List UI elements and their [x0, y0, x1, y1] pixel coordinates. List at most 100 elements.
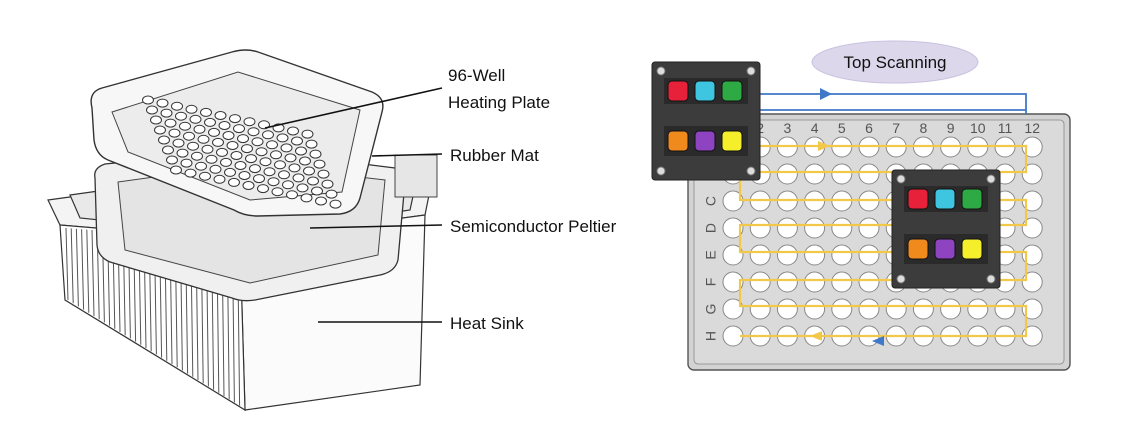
filter-bottom	[694, 130, 716, 152]
heat-sink-fin	[91, 229, 95, 317]
scan-arrow-blue-left-icon	[872, 336, 884, 346]
heating-well	[216, 147, 228, 157]
label-heating-plate: Heating Plate	[448, 93, 550, 112]
heating-well	[303, 166, 315, 176]
heating-well	[300, 193, 313, 203]
filter-bottom	[667, 130, 689, 152]
heating-well	[209, 164, 222, 174]
scan-route-blue	[752, 93, 1027, 114]
plate-well	[722, 298, 744, 320]
heating-well	[292, 173, 305, 183]
heating-well	[270, 150, 282, 160]
plate-well	[749, 271, 771, 293]
heating-well	[329, 199, 342, 209]
heating-well	[282, 180, 294, 190]
screw-icon	[656, 166, 666, 176]
label-semiconductor-peltier: Semiconductor Peltier	[450, 217, 617, 236]
row-letter: H	[703, 331, 719, 341]
plate-well	[831, 298, 853, 320]
screw-icon	[746, 66, 756, 76]
row-letter: C	[703, 196, 719, 206]
heating-well	[158, 135, 170, 145]
heating-well	[150, 115, 162, 125]
column-number: 10	[970, 120, 986, 136]
filter-bottom	[934, 238, 956, 260]
heating-well	[224, 167, 236, 177]
heating-well	[205, 154, 218, 164]
plate-well	[804, 244, 826, 266]
plate-well	[1021, 217, 1043, 239]
heating-well	[185, 104, 198, 114]
heating-well	[172, 138, 185, 148]
heating-well	[325, 189, 338, 199]
heat-sink-fin	[81, 229, 85, 310]
filter-top	[907, 188, 929, 210]
row-letter: E	[703, 250, 719, 259]
detector-head-start	[651, 61, 761, 181]
plate-well	[940, 298, 962, 320]
plate-well	[858, 217, 880, 239]
heating-well	[220, 157, 232, 167]
heating-well	[218, 121, 231, 130]
heating-well	[245, 154, 257, 164]
filter-top	[721, 80, 743, 102]
heating-well	[197, 134, 210, 144]
column-number: 11	[998, 120, 1013, 136]
plate-well	[1021, 271, 1043, 293]
plate-well	[722, 244, 744, 266]
plate-well	[885, 298, 907, 320]
label-96-well: 96-Well	[448, 66, 505, 85]
scan-label: Top Scanning	[843, 53, 946, 72]
heating-well	[253, 174, 265, 184]
plate-well	[858, 244, 880, 266]
heating-well	[288, 163, 301, 173]
filter-top	[934, 188, 956, 210]
plate-well	[776, 271, 798, 293]
heating-well	[200, 107, 212, 117]
heating-well	[146, 105, 158, 115]
heating-well	[286, 190, 298, 200]
heating-well	[243, 117, 256, 127]
plate-well	[749, 298, 771, 320]
plate-well	[776, 217, 798, 239]
heating-well	[199, 171, 211, 181]
detector-head-current	[891, 169, 1001, 289]
heating-well	[180, 158, 193, 168]
filter-top	[694, 80, 716, 102]
leader-lines	[264, 87, 443, 323]
heating-well	[255, 147, 268, 157]
heating-well	[274, 160, 286, 170]
screw-icon	[896, 174, 906, 184]
plate-well	[858, 271, 880, 293]
heating-well	[171, 101, 183, 111]
heat-sink-fin	[75, 228, 79, 307]
filter-bottom	[907, 238, 929, 260]
heating-well	[176, 148, 189, 158]
heat-sink-fin	[86, 229, 90, 313]
heating-well	[249, 164, 261, 174]
heat-sink-fin	[70, 228, 74, 304]
heating-well	[233, 124, 245, 134]
plate-well	[858, 163, 880, 185]
plate-well	[804, 217, 826, 239]
heating-well	[315, 196, 327, 206]
heating-well	[201, 144, 214, 154]
filter-bottom	[721, 130, 743, 152]
heating-well	[168, 128, 181, 138]
heating-well	[263, 167, 276, 177]
plate-well	[776, 298, 798, 320]
heating-well	[187, 141, 199, 151]
heating-well	[195, 161, 207, 171]
heating-well	[321, 179, 334, 189]
heating-well	[278, 170, 290, 180]
route-arrow-icon	[820, 88, 832, 100]
heating-well	[295, 146, 307, 156]
heating-well	[170, 165, 182, 175]
plate-well	[722, 271, 744, 293]
heating-well	[222, 131, 235, 140]
row-letter: D	[703, 223, 719, 233]
heating-well	[301, 129, 314, 139]
heating-well	[307, 176, 319, 186]
heating-well	[276, 133, 289, 143]
